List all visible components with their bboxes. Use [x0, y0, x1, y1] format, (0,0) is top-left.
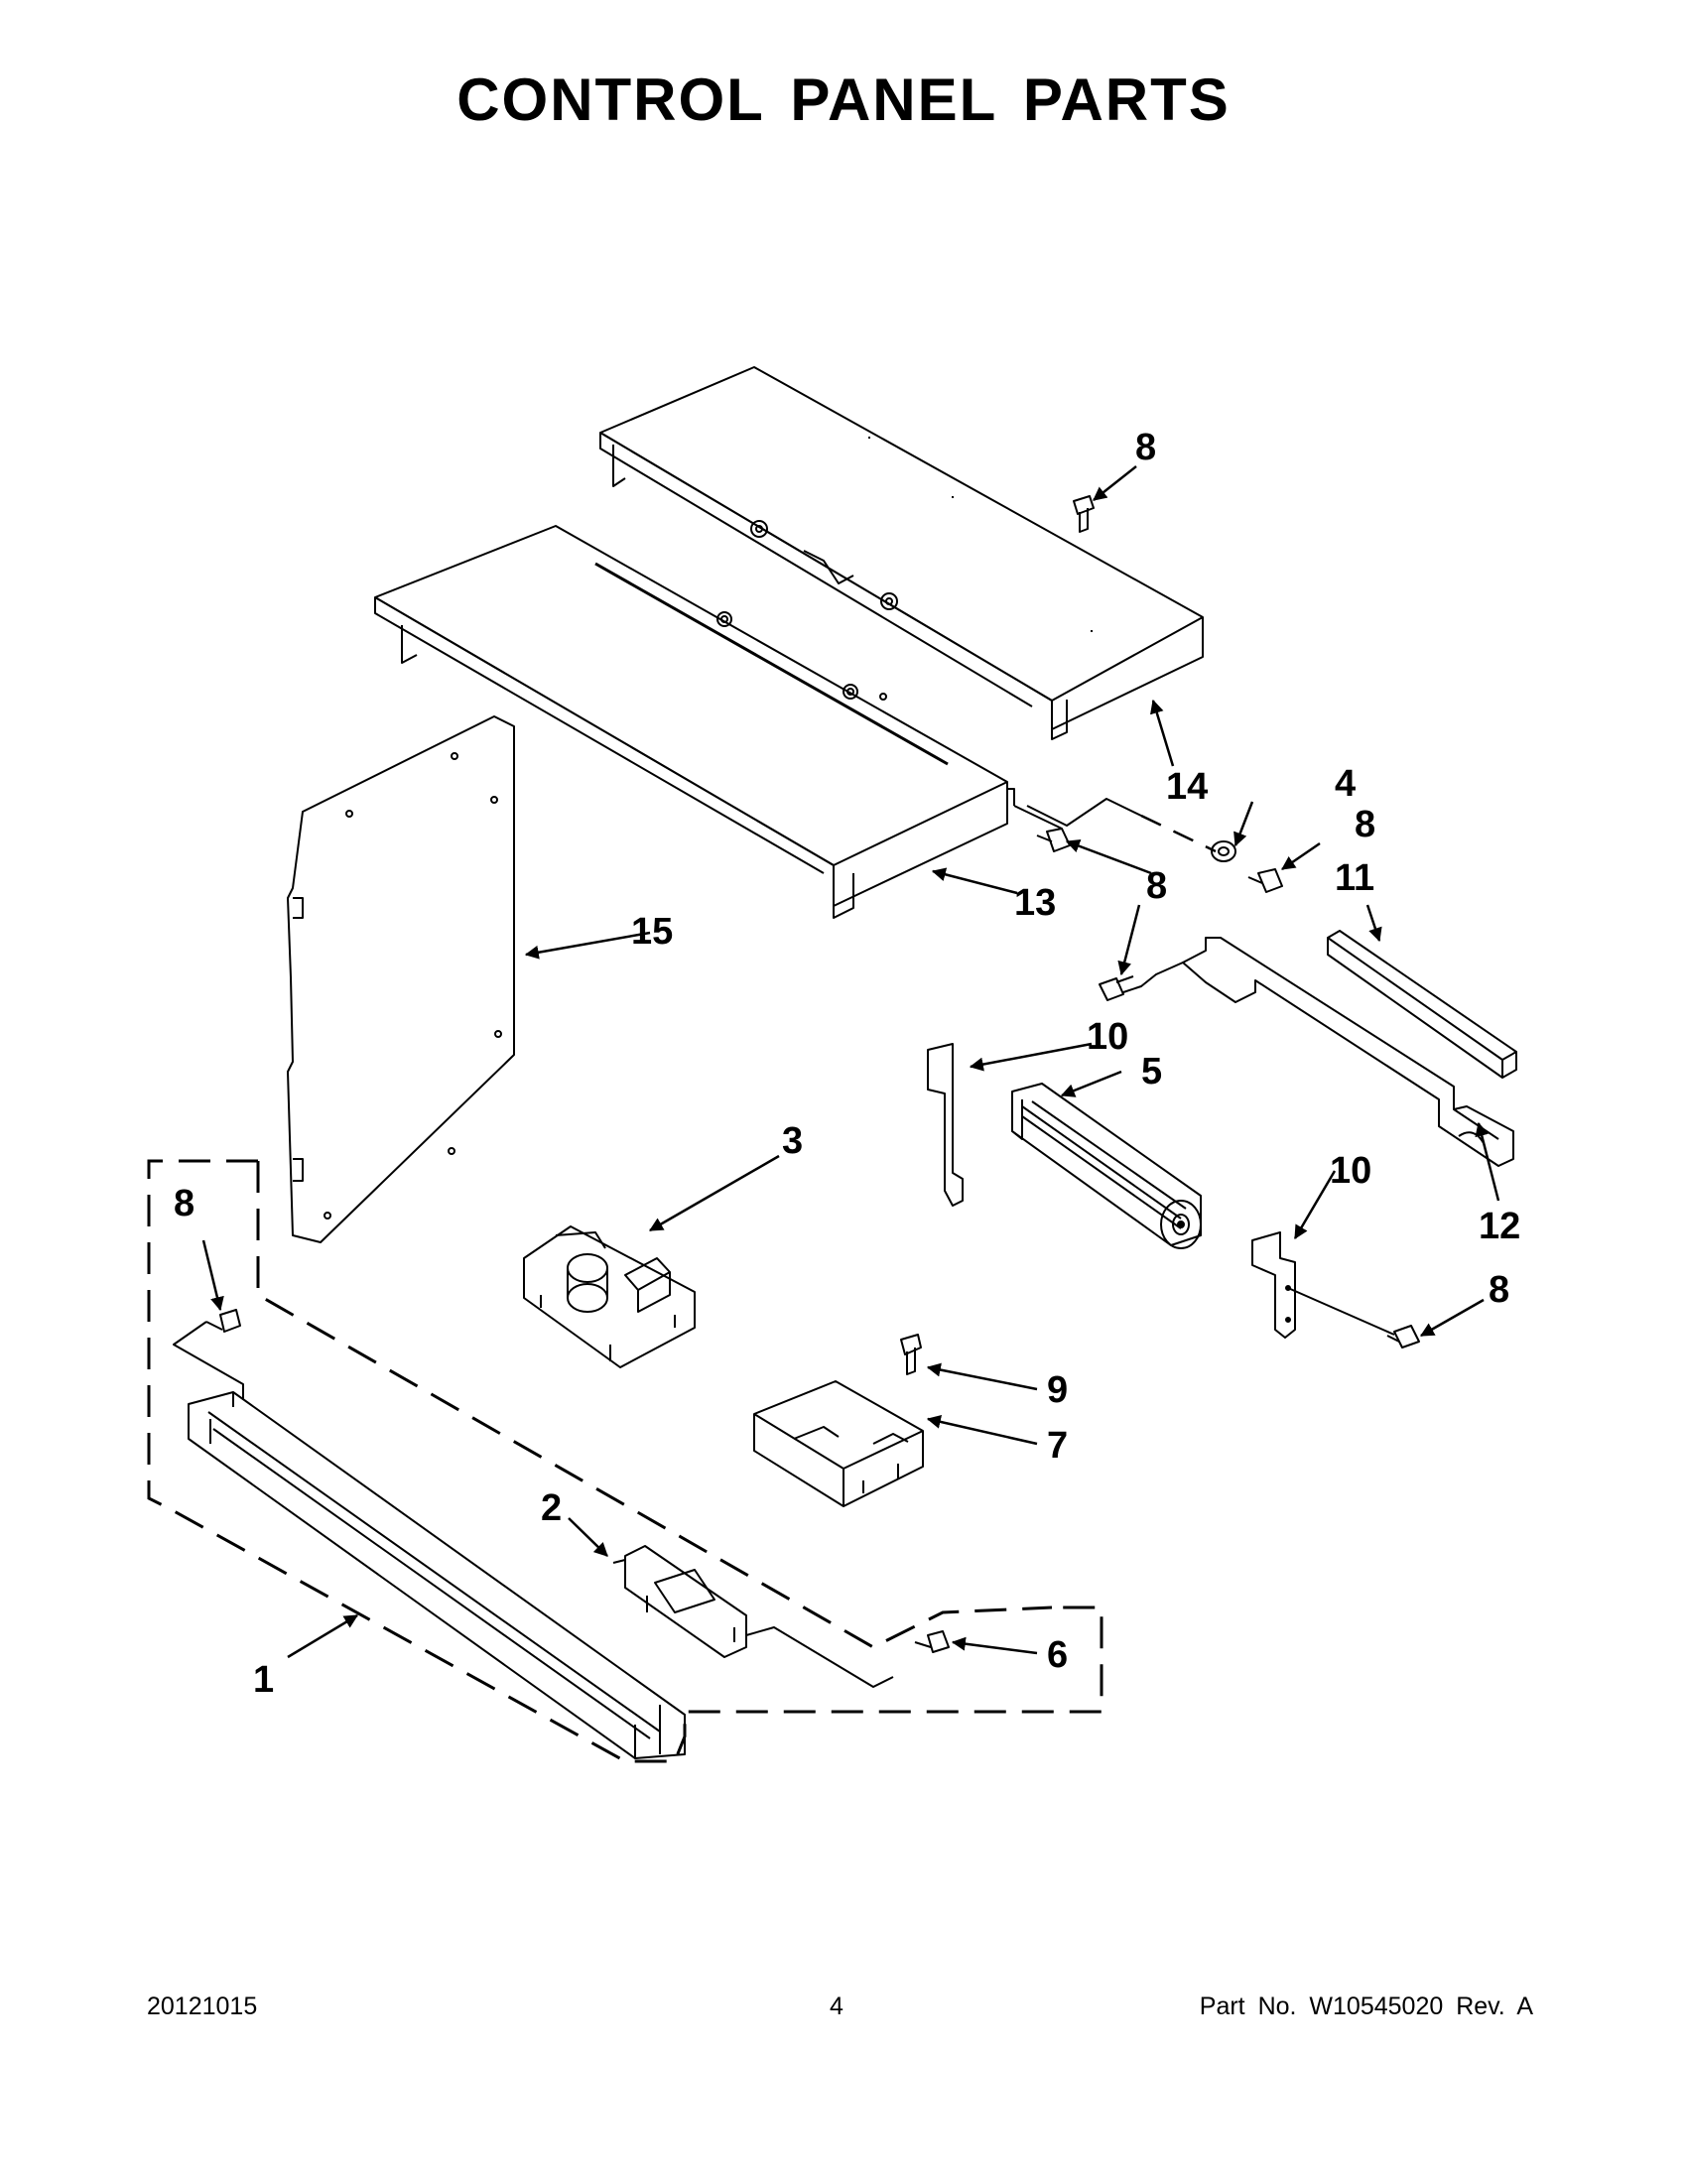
callout-8-side: 8: [1489, 1269, 1509, 1311]
screw-8-top: [1073, 495, 1095, 533]
screw-8-housing: [1036, 828, 1071, 852]
screw-8-left: [205, 1309, 241, 1333]
screw-8-side: [1386, 1325, 1420, 1349]
console-trim: [188, 1391, 686, 1759]
callout-8-grommet: 8: [1355, 804, 1375, 845]
screw-6: [914, 1630, 950, 1653]
callout-8-left: 8: [174, 1183, 195, 1224]
user-interface-board: [612, 1545, 747, 1658]
callout-10-lower: 10: [1330, 1150, 1371, 1192]
callout-7: 7: [1047, 1425, 1068, 1467]
callout-4: 4: [1335, 763, 1356, 805]
small-bracket-upper: [927, 1043, 964, 1207]
callout-10-upper: 10: [1087, 1016, 1128, 1058]
footer-date: 20121015: [147, 1992, 258, 2020]
connector-board-line: [745, 1626, 894, 1688]
callout-labels: 8 14 4 8 11 8 13 15 10 5 3 10 12 8 8 9 7…: [174, 427, 1520, 1701]
connector-bracket-line: [1122, 962, 1184, 993]
callout-5: 5: [1141, 1051, 1162, 1092]
control-panel-housing: [374, 525, 1015, 919]
grommet: [1211, 840, 1236, 862]
screw-9: [900, 1334, 922, 1375]
page-title: CONTROL PANEL PARTS: [456, 66, 1231, 133]
connector-housing-screw: [1013, 805, 1063, 830]
screw-8-bracket: [1099, 975, 1134, 1001]
screw-8-grommet: [1247, 868, 1283, 893]
footer-page-number: 4: [830, 1992, 844, 2020]
callout-3: 3: [782, 1120, 803, 1162]
blower-fan: [1011, 1083, 1202, 1249]
support-bar: [1327, 930, 1517, 1079]
connector-side-line: [1287, 1287, 1395, 1336]
footer-part-number: Part No. W10545020 Rev. A: [1199, 1992, 1533, 2020]
electronic-control: [753, 1380, 924, 1507]
leader-arrows: [201, 465, 1500, 1659]
callout-1: 1: [253, 1659, 274, 1701]
callout-2: 2: [541, 1487, 562, 1529]
callout-11: 11: [1335, 857, 1374, 899]
callout-8-housing: 8: [1146, 865, 1167, 907]
dashed-connector-13-4: [1140, 814, 1217, 853]
callout-12: 12: [1479, 1206, 1520, 1247]
callout-15: 15: [631, 911, 673, 953]
power-board: [523, 1225, 696, 1368]
top-cover-panel: [599, 366, 1204, 740]
side-insulation-panel: [287, 715, 515, 1243]
callout-14: 14: [1166, 766, 1208, 808]
callout-13: 13: [1014, 882, 1056, 924]
connector-left-line: [173, 1321, 244, 1399]
mounting-bracket: [1182, 937, 1514, 1167]
callout-9: 9: [1047, 1369, 1068, 1411]
callout-6: 6: [1047, 1634, 1068, 1676]
callout-8-top: 8: [1135, 427, 1156, 468]
connector-grommet-line: [1026, 798, 1142, 827]
dashed-assembly-outline: [147, 1159, 1103, 1763]
small-bracket-lower: [1251, 1231, 1296, 1339]
